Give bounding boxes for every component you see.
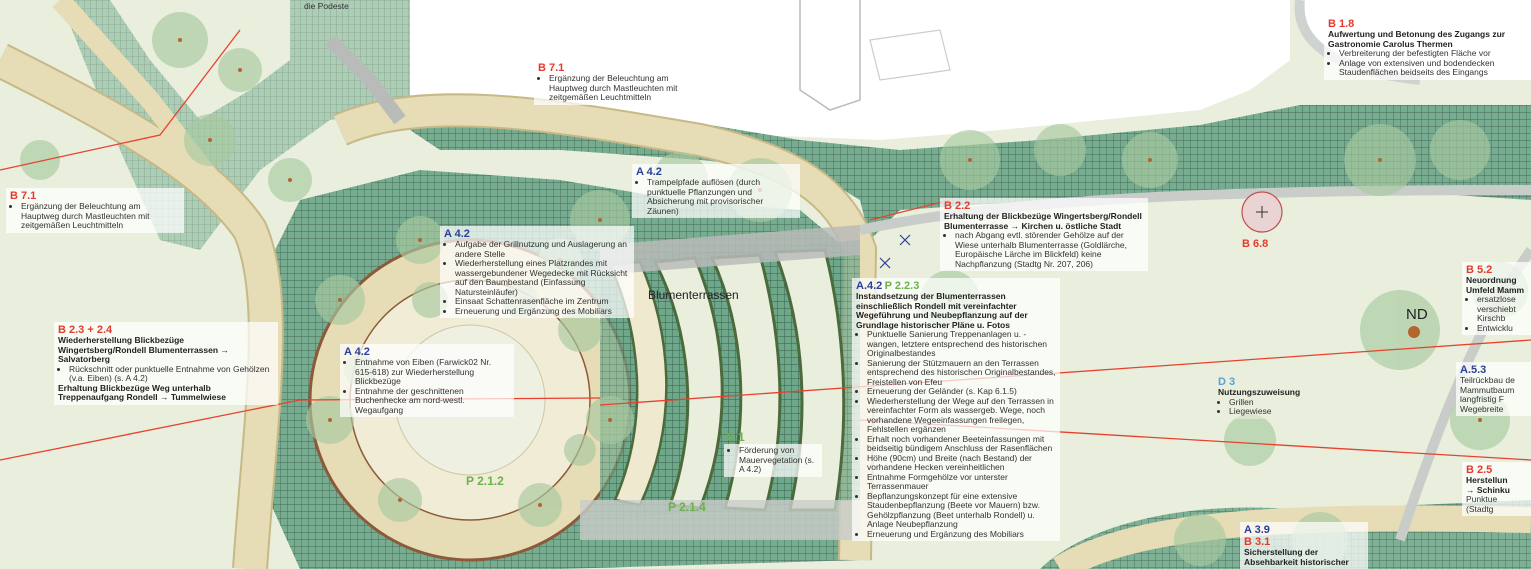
a42-rondell-item: Entnahme von Eiben (Farwick02 Nr. 615-61… xyxy=(355,357,510,387)
building-area xyxy=(410,0,1290,140)
annotation-b18: B 1.8 Aufwertung und Betonung des Zugang… xyxy=(1324,16,1531,80)
annotation-b22: B 2.2 Erhaltung der Blickbezüge Wingerts… xyxy=(940,198,1148,271)
building-outline-2 xyxy=(869,29,951,81)
b23-title-2: Erhaltung Blickbezüge Weg unterhalb Trep… xyxy=(58,382,226,402)
b18-item: Anlage von extensiven und bodendecken St… xyxy=(1339,58,1531,78)
code-a42-rondell: A 4.2 xyxy=(344,346,370,358)
b22-title: Erhaltung der Blickbezüge Wingertsberg/R… xyxy=(944,211,1142,231)
b25-line: Punktue xyxy=(1466,494,1498,504)
code-b25: B 2.5 xyxy=(1466,464,1493,476)
terraces xyxy=(580,225,860,540)
d3-item: Grillen xyxy=(1229,397,1330,408)
blue-crosses xyxy=(879,234,911,269)
fragment-text: die Podeste xyxy=(304,1,349,11)
annotation-c1: Förderung von Mauervegetation (s. A 4.2) xyxy=(724,444,822,477)
right-bottom-path xyxy=(1053,505,1531,569)
b25-line: → Schinku xyxy=(1466,484,1510,495)
b18-item: Verbreiterung der befestigten Fläche vor xyxy=(1339,48,1531,59)
p214-label: P 2.1.4 xyxy=(668,500,706,514)
b25-line: (Stadtg xyxy=(1466,503,1494,514)
building-outline xyxy=(799,0,861,111)
top-left-path xyxy=(52,0,258,237)
b71-left-item: Ergänzung der Beleuchtung am Hauptweg du… xyxy=(21,201,180,231)
b25-line: Herstellun xyxy=(1466,475,1508,485)
b23-title: Wiederherstellung Blickbezüge Wingertsbe… xyxy=(58,335,229,364)
fragment-top: die Podeste xyxy=(300,0,353,14)
a42-main-item: Sanierung der Stützmauern an den Terrass… xyxy=(867,358,1056,388)
annotation-b71-top: B 7.1 Ergänzung der Beleuchtung am Haupt… xyxy=(534,60,712,105)
a53-line: Teilrückbau de xyxy=(1460,375,1515,385)
code-a42-main: A.4.2 xyxy=(856,280,883,292)
annotation-a42-top: A 4.2 Trampelpfade auflösen (durch punkt… xyxy=(632,164,800,218)
stair-path xyxy=(325,35,406,125)
a42-main-title: Instandsetzung der Blumenterrassen einsc… xyxy=(856,291,1028,330)
annotation-a53: A.5.3 Teilrückbau de Mammutbaum langfris… xyxy=(1456,362,1531,416)
main-path-top-fill xyxy=(333,95,876,561)
b68-label: B 6.8 xyxy=(1242,238,1269,250)
left-path-fill xyxy=(0,45,282,569)
annotation-b71-left: B 7.1 Ergänzung der Beleuchtung am Haupt… xyxy=(6,188,184,233)
annotation-a42-main: A.4.2 P 2.2.3 Instandsetzung der Blument… xyxy=(852,278,1060,541)
code-b18: B 1.8 xyxy=(1328,18,1355,30)
a42-main-item: Punktuelle Sanierung Treppenanlagen u. -… xyxy=(867,329,1056,359)
code-b52: B 5.2 xyxy=(1466,264,1493,276)
a42-mid-item: Erneuerung und Ergänzung des Mobiliars xyxy=(455,306,630,317)
a53-line: langfristig F xyxy=(1460,394,1504,404)
b23-item: Rückschnitt oder punktuelle Entnahme von… xyxy=(69,364,274,384)
a42-main-item: Erneuerung der Geländer (s. Kap 6.1.5) xyxy=(867,386,1056,397)
a42-mid-item: Aufgabe der Grillnutzung und Auslagerung… xyxy=(455,239,630,259)
b52-title: Neuordnung Umfeld Mamm xyxy=(1466,275,1525,295)
d3-item: Liegewiese xyxy=(1229,406,1330,417)
a42-top-item: Trampelpfade auflösen (durch punktuelle … xyxy=(647,177,796,216)
code-a42-mid: A 4.2 xyxy=(444,228,470,240)
code-a39: A 3.9 xyxy=(1244,524,1270,536)
b52-item: Entwicklu xyxy=(1477,323,1528,334)
a42-main-item: Erneuerung und Ergänzung des Mobiliars xyxy=(867,529,1056,540)
a42-main-item: Bepflanzungskonzept für eine extensive S… xyxy=(867,491,1056,530)
code-a42-top: A 4.2 xyxy=(636,166,662,178)
code-d3: D 3 xyxy=(1218,376,1236,388)
annotation-b52: B 5.2 Neuordnung Umfeld Mamm ersatzlose … xyxy=(1462,262,1531,335)
annotation-d3: D 3 Nutzungszuweisung Grillen Liegewiese xyxy=(1214,374,1334,419)
b71-top-item: Ergänzung der Beleuchtung am Hauptweg du… xyxy=(549,73,708,103)
annotation-a42-rondell: A 4.2 Entnahme von Eiben (Farwick02 Nr. … xyxy=(340,344,514,417)
b22-item: nach Abgang evtl. störender Gehölze auf … xyxy=(955,230,1144,269)
c1-item: Förderung von Mauervegetation (s. A 4.2) xyxy=(739,445,818,475)
annotation-a39-b31: A 3.9 B 3.1 Sicherstellung der Absehbark… xyxy=(1240,522,1368,569)
p212-label: P 2.1.2 xyxy=(466,474,504,488)
b52-item: ersatzlose verschiebt Kirschb xyxy=(1477,294,1528,324)
c1-label: C 1 xyxy=(726,430,745,444)
code-b22: B 2.2 xyxy=(944,200,971,212)
d3-title: Nutzungszuweisung xyxy=(1218,387,1301,397)
code-b31: B 3.1 xyxy=(1244,536,1271,548)
a42-rondell-item: Entnahme der geschnittenen Buchenhecke a… xyxy=(355,386,510,416)
a42-mid-item: Wiederherstellung eines Platzrandes mit … xyxy=(455,258,630,297)
b31-title: Sicherstellung der Absehbarkeit historis… xyxy=(1244,547,1349,567)
a42-main-item: Wiederherstellung der Wege auf den Terra… xyxy=(867,396,1056,435)
code-a53: A.5.3 xyxy=(1460,364,1487,376)
a53-line: Wegebreite xyxy=(1460,403,1504,414)
annotation-b25: B 2.5 Herstellun → Schinku Punktue (Stad… xyxy=(1462,462,1531,516)
a42-main-item: Entnahme Formgehölze vor unterster Terra… xyxy=(867,472,1056,492)
code-b71-top: B 7.1 xyxy=(538,62,565,74)
code-p223: P 2.2.3 xyxy=(884,280,920,292)
annotation-b23: B 2.3 + 2.4 Wiederherstellung Blickbezüg… xyxy=(54,322,278,405)
nd-label: ND xyxy=(1406,306,1428,323)
a42-mid-item: Einsaat Schattenrasenfläche im Zentrum xyxy=(455,296,630,307)
b18-title: Aufwertung und Betonung des Zugangs zur … xyxy=(1328,29,1506,49)
code-b23: B 2.3 + 2.4 xyxy=(58,324,113,336)
a42-main-item: Erhalt noch vorhandener Beeteinfassungen… xyxy=(867,434,1056,454)
code-b71-left: B 7.1 xyxy=(10,190,37,202)
a53-line: Mammutbaum xyxy=(1460,384,1515,395)
a42-main-item: Höhe (90cm) und Breite (nach Bestand) de… xyxy=(867,453,1056,473)
tree-b68-cross xyxy=(1256,206,1268,218)
annotation-a42-mid: A 4.2 Aufgabe der Grillnutzung und Ausla… xyxy=(440,226,634,318)
blumenterrassen-label: Blumenterrassen xyxy=(648,288,739,302)
